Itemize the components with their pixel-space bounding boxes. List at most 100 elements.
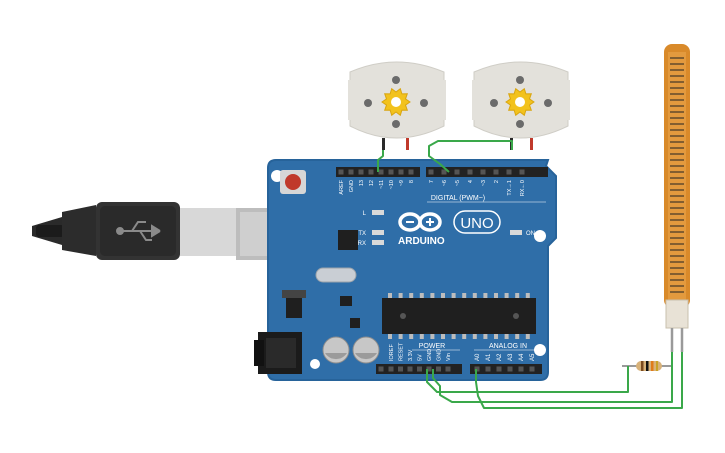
led-l bbox=[372, 210, 384, 215]
capacitor bbox=[352, 336, 380, 364]
pin-hole[interactable] bbox=[467, 169, 473, 175]
power-label: POWER bbox=[419, 343, 445, 350]
motor-terminal bbox=[382, 138, 385, 150]
pin-hole[interactable] bbox=[408, 169, 414, 175]
resistor[interactable] bbox=[622, 361, 672, 371]
pin-hole[interactable] bbox=[417, 366, 422, 372]
chip-pin bbox=[419, 293, 424, 298]
pin-hole[interactable] bbox=[378, 366, 384, 372]
pin-hole[interactable] bbox=[445, 366, 451, 372]
digital-pin-label: TX→1 bbox=[507, 180, 513, 196]
chip-pin bbox=[462, 293, 467, 298]
chip-pin bbox=[504, 293, 509, 298]
led-rx bbox=[372, 240, 384, 245]
pin-hole[interactable] bbox=[480, 169, 486, 175]
chip-pin bbox=[388, 293, 392, 298]
voltage-regulator bbox=[286, 298, 302, 318]
pin-hole[interactable] bbox=[407, 366, 413, 372]
model-label: UNO bbox=[460, 215, 493, 232]
analog-header[interactable] bbox=[470, 364, 542, 374]
digital-pin-label: 4 bbox=[468, 180, 474, 183]
chip-pin bbox=[472, 293, 477, 298]
pin-hole[interactable] bbox=[388, 169, 394, 175]
motor-screw bbox=[364, 99, 372, 107]
motor-screw bbox=[544, 99, 552, 107]
pin-hole[interactable] bbox=[338, 169, 344, 175]
digital-pin-label: 2 bbox=[494, 180, 500, 183]
chip-pin bbox=[462, 334, 467, 339]
pin-hole[interactable] bbox=[485, 366, 491, 372]
power-pin-label: GND bbox=[427, 349, 433, 361]
usb-cable[interactable] bbox=[32, 202, 280, 260]
pin-hole[interactable] bbox=[519, 169, 525, 175]
analog-pin-label: A0 bbox=[475, 353, 481, 361]
pin-hole[interactable] bbox=[388, 366, 394, 372]
chip-pin bbox=[494, 293, 498, 298]
motor-terminal bbox=[530, 138, 533, 150]
power-pin-label: 3.3V bbox=[408, 349, 414, 361]
digital-pin-label: 8 bbox=[409, 180, 415, 183]
reset-button[interactable] bbox=[280, 170, 306, 194]
dc-motor-1[interactable] bbox=[348, 61, 446, 150]
capacitor bbox=[322, 336, 350, 364]
chip-pin bbox=[515, 293, 520, 298]
usb-chip bbox=[338, 230, 358, 250]
flex-sensor[interactable] bbox=[664, 44, 690, 352]
led-tx bbox=[372, 230, 384, 235]
power-pin-label: RESET bbox=[399, 342, 405, 361]
chip-pin bbox=[419, 334, 424, 339]
chip-pin bbox=[398, 334, 403, 339]
digital-pin-label: AREF bbox=[339, 179, 345, 194]
pin-hole[interactable] bbox=[368, 169, 374, 175]
pin-hole[interactable] bbox=[398, 169, 404, 175]
pin-hole[interactable] bbox=[378, 169, 384, 175]
chip-pin bbox=[409, 293, 414, 298]
pin-hole[interactable] bbox=[518, 366, 524, 372]
digital-pin-label: 7 bbox=[429, 180, 435, 183]
pin-hole[interactable] bbox=[428, 169, 434, 175]
motor-screw bbox=[516, 120, 524, 128]
wire-motor-link bbox=[428, 140, 513, 173]
atmega-chip bbox=[382, 293, 536, 339]
power-pin-label: GND bbox=[437, 349, 443, 361]
pin-hole[interactable] bbox=[426, 366, 432, 372]
chip-pin bbox=[525, 334, 530, 339]
pin-hole[interactable] bbox=[506, 169, 512, 175]
analog-pin-label: A4 bbox=[519, 353, 525, 361]
digital-header[interactable] bbox=[336, 167, 548, 177]
pin-hole[interactable] bbox=[436, 366, 441, 372]
pin-hole[interactable] bbox=[441, 169, 447, 175]
digital-header-label: DIGITAL (PWM~) bbox=[431, 195, 485, 202]
pin-hole[interactable] bbox=[493, 169, 499, 175]
digital-pin-label: ~9 bbox=[399, 180, 405, 186]
chip-pin bbox=[430, 293, 435, 298]
pin-hole[interactable] bbox=[454, 169, 460, 175]
chip-pin bbox=[483, 293, 488, 298]
motor-screw bbox=[490, 99, 498, 107]
digital-pin-label: ~10 bbox=[389, 180, 395, 189]
digital-pin-label: 13 bbox=[359, 180, 365, 186]
dc-motor-2[interactable] bbox=[472, 61, 570, 150]
mounting-hole bbox=[534, 230, 546, 242]
motor-terminal bbox=[406, 138, 409, 150]
digital-pin-label: ~5 bbox=[455, 180, 461, 186]
chip-pin bbox=[504, 334, 509, 339]
pin-hole[interactable] bbox=[529, 366, 535, 372]
pin-hole[interactable] bbox=[348, 169, 354, 175]
digital-pin-label: 12 bbox=[369, 180, 375, 186]
motor-screw bbox=[516, 76, 524, 84]
analog-label: ANALOG IN bbox=[489, 343, 527, 350]
chip-pin bbox=[409, 334, 414, 339]
wire-a0-sensor bbox=[475, 352, 683, 409]
power-pin-label: 5V bbox=[418, 354, 424, 361]
digital-pin-label: ~6 bbox=[442, 180, 448, 186]
power-jack[interactable] bbox=[254, 332, 302, 374]
pin-hole[interactable] bbox=[398, 366, 403, 372]
pin-hole[interactable] bbox=[507, 366, 513, 372]
power-pin-label: Vin bbox=[446, 353, 452, 361]
pin-hole[interactable] bbox=[496, 366, 502, 372]
power-header[interactable] bbox=[376, 364, 462, 374]
pin-hole[interactable] bbox=[358, 169, 364, 175]
